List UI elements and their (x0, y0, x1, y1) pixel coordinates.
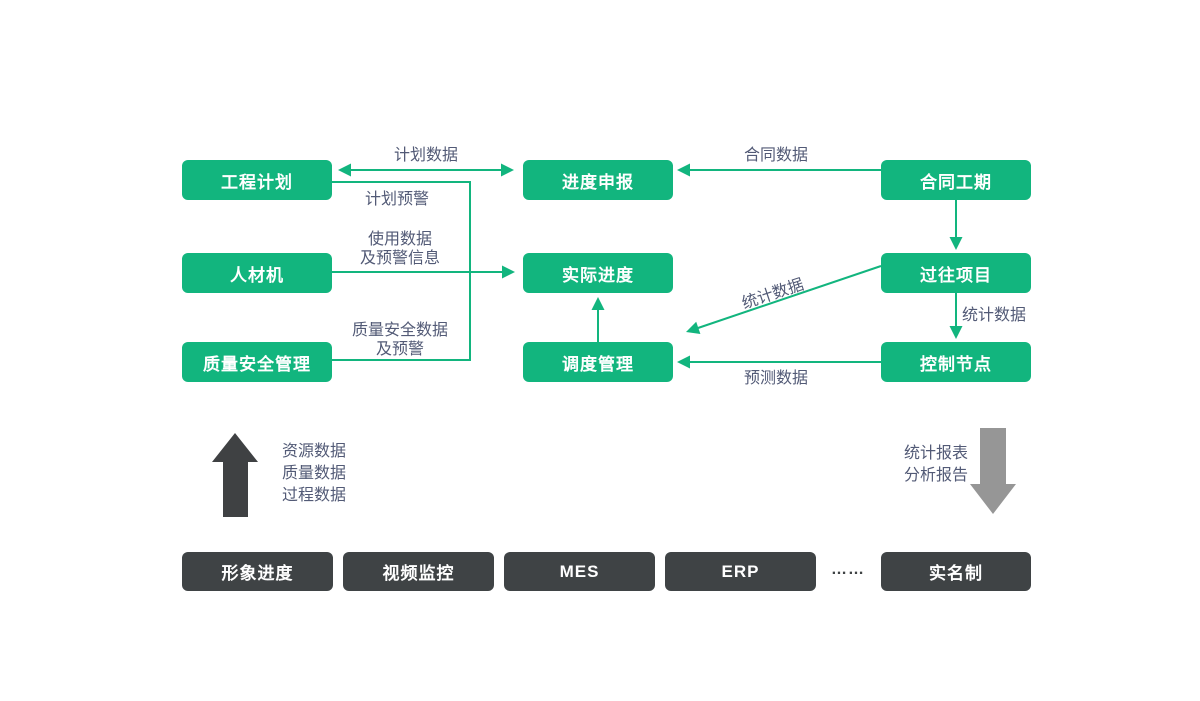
down-block-arrow (970, 428, 1016, 514)
edge-stats-diagonal-line (697, 265, 882, 329)
up-flow-line3: 过程数据 (282, 487, 347, 504)
up-block-arrow (212, 433, 258, 517)
edge-label-quality-line1: 质量安全数据 (351, 322, 448, 339)
edge-label-plan-data: 计划数据 (393, 147, 458, 164)
source-video-monitoring: 视频监控 (343, 552, 494, 591)
edge-label-contract-data: 合同数据 (743, 147, 808, 164)
node-control-nodes: 控制节点 (881, 342, 1031, 382)
arrowhead-forecast (677, 355, 690, 369)
up-flow-line1: 资源数据 (282, 443, 347, 460)
edge-label-forecast: 预测数据 (743, 370, 808, 387)
arrowhead-left (338, 163, 351, 177)
source-real-name: 实名制 (881, 552, 1031, 591)
node-progress-report: 进度申报 (523, 160, 673, 200)
edge-label-usage: 使用数据 及预警信息 (330, 230, 470, 268)
down-flow-labels: 统计报表 分析报告 (858, 443, 968, 487)
arrowhead-stats-vertical (949, 326, 963, 339)
arrowhead-contract (677, 163, 690, 177)
node-past-projects: 过往项目 (881, 253, 1031, 293)
source-erp: ERP (665, 552, 816, 591)
node-contract-duration: 合同工期 (881, 160, 1031, 200)
source-mes: MES (504, 552, 655, 591)
edge-label-stats-vertical: 统计数据 (962, 307, 1027, 324)
edge-label-quality-line2: 及预警 (375, 341, 424, 358)
node-quality-safety-mgmt: 质量安全管理 (182, 342, 332, 382)
edge-label-plan-warning: 计划预警 (364, 191, 429, 208)
up-flow-labels: 资源数据 质量数据 过程数据 (282, 441, 346, 507)
node-man-material-machine: 人材机 (182, 253, 332, 293)
arrowhead-usage (502, 265, 515, 279)
down-flow-line1: 统计报表 (903, 445, 968, 462)
arrowhead-contract-past (949, 237, 963, 250)
source-ellipsis: …… (831, 561, 865, 578)
source-visual-progress: 形象进度 (182, 552, 333, 591)
arrowhead-right (501, 163, 514, 177)
arrowhead-dispatch-up (591, 297, 605, 310)
edge-label-usage-line2: 及预警信息 (359, 250, 440, 267)
edge-label-usage-line1: 使用数据 (367, 231, 432, 248)
edge-label-quality: 质量安全数据 及预警 (320, 321, 480, 359)
node-actual-progress: 实际进度 (523, 253, 673, 293)
node-dispatch-mgmt: 调度管理 (523, 342, 673, 382)
node-engineering-plan: 工程计划 (182, 160, 332, 200)
up-flow-line2: 质量数据 (282, 465, 347, 482)
down-flow-line2: 分析报告 (903, 467, 968, 484)
arrowhead-stats-diagonal (686, 321, 701, 334)
